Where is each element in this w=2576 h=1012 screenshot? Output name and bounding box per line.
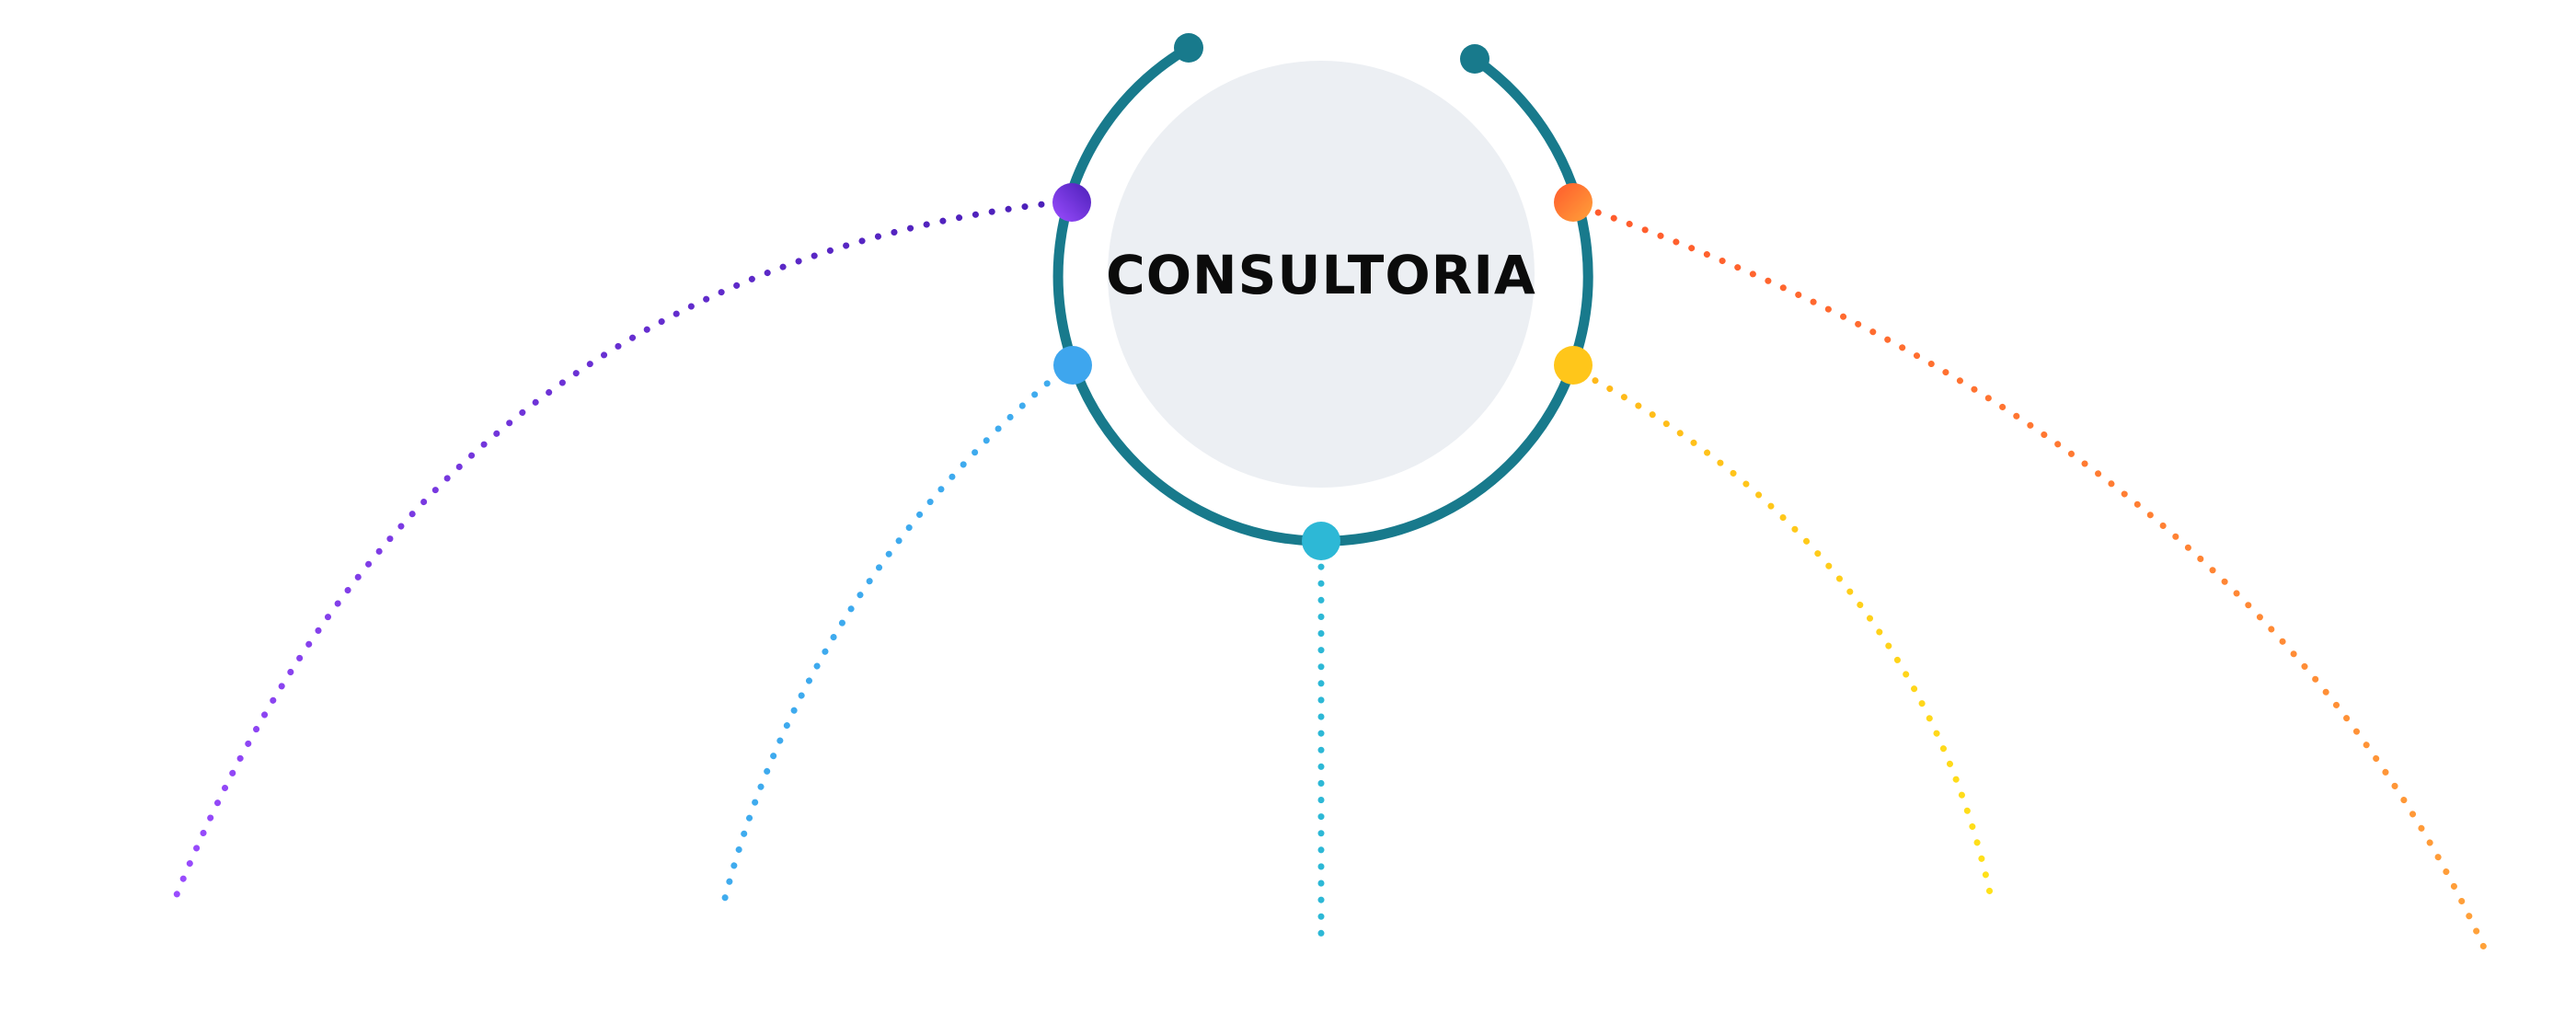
yellow-branch-line: [1577, 369, 1995, 905]
purple-branch-line: [168, 199, 1062, 910]
orange-node-dot: [1554, 183, 1593, 222]
yellow-node-dot: [1554, 346, 1593, 385]
center-label: CONSULTORIA: [1106, 244, 1536, 306]
blue-node-dot: [1053, 346, 1092, 385]
ring-end-right-dot: [1460, 44, 1489, 74]
center-disc: [1108, 61, 1535, 488]
ring-end-left-dot: [1174, 33, 1203, 63]
blue-branch-line: [720, 369, 1064, 905]
orange-branch-line: [1579, 203, 2488, 951]
purple-node-dot: [1052, 183, 1091, 222]
cyan-node-dot: [1302, 522, 1340, 560]
